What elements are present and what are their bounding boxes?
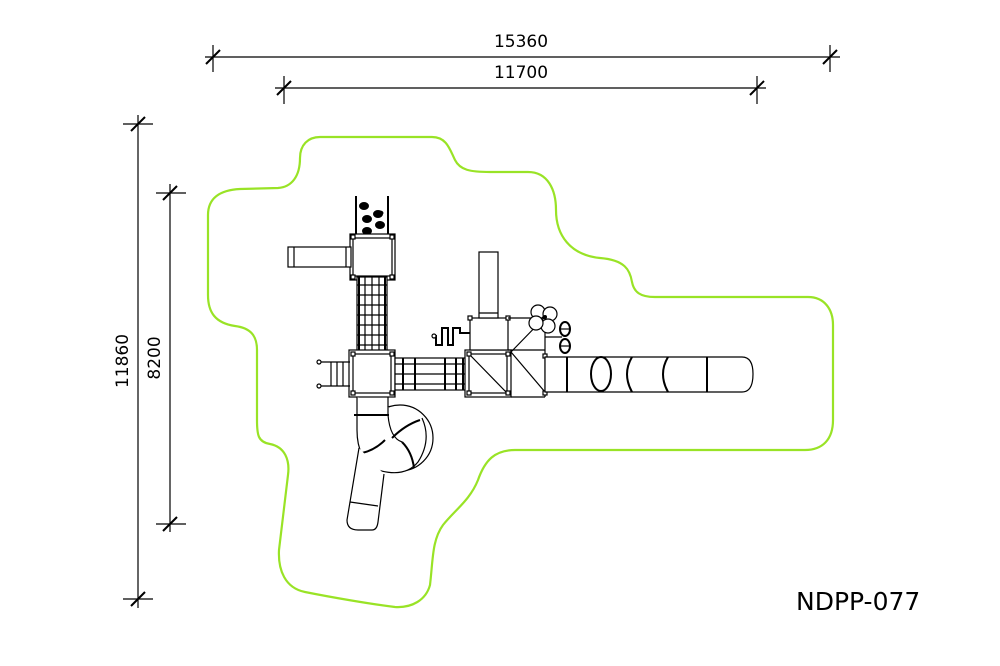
tube-slide [544, 356, 754, 393]
climbing-wall [355, 196, 389, 236]
leaf-panel [545, 321, 571, 354]
roof-deck [467, 315, 511, 351]
overall-width-label: 15360 [494, 32, 548, 52]
dimension-equipment-width: 11700 [275, 63, 766, 104]
entry-ladder [316, 359, 350, 389]
straight-slide-top [478, 251, 499, 319]
crawl-tunnel [394, 357, 468, 391]
overall-depth-label: 11860 [113, 334, 133, 388]
equipment-depth-label: 8200 [145, 336, 165, 379]
upper-deck [349, 233, 396, 281]
model-code-label: NDPP-077 [796, 587, 921, 616]
spiral-slide [346, 397, 434, 531]
middle-deck [464, 349, 512, 398]
flower-panel [528, 304, 558, 334]
lower-deck [348, 349, 396, 398]
dimension-overall-depth: 11860 [113, 115, 153, 608]
straight-slide-left [287, 246, 352, 268]
dimension-overall-width: 15360 [205, 32, 840, 72]
net-bridge [356, 276, 388, 354]
squiggle-climber [434, 327, 470, 346]
safety-zone-boundary [206, 135, 835, 609]
equipment-width-label: 11700 [494, 63, 548, 83]
dimension-equipment-depth: 8200 [145, 184, 186, 532]
playground-equipment [287, 196, 754, 531]
